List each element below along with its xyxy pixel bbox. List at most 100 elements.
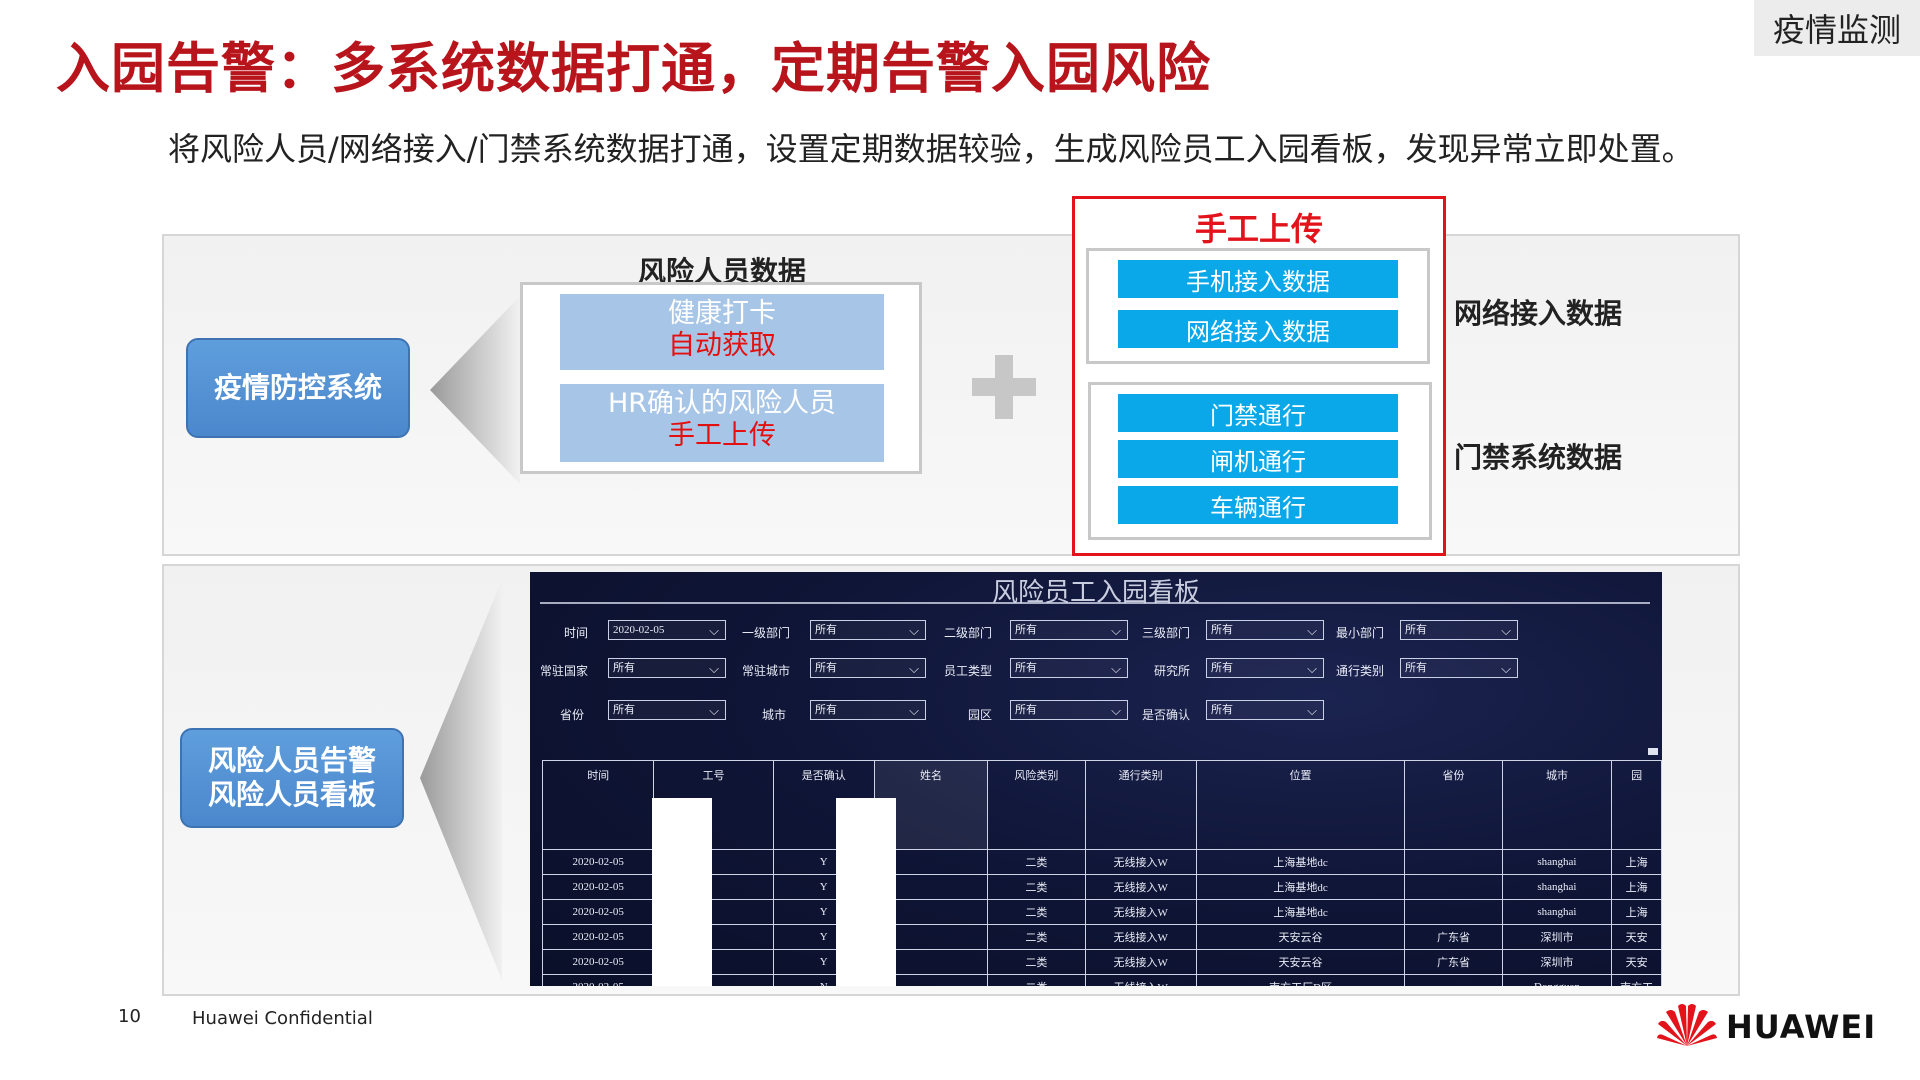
cell-city: 深圳市 <box>1501 949 1613 975</box>
cell-pass-type: 无线接入W <box>1084 874 1197 900</box>
filter-label-employee-type: 员工类型 <box>944 664 993 678</box>
filter-dept3-select[interactable]: 所有⌵ <box>1206 620 1324 640</box>
chevron-down-icon: ⌵ <box>1307 623 1317 638</box>
col-header-location[interactable]: 位置 <box>1195 760 1406 850</box>
risk-alert-label: 风险人员告警 <box>207 744 376 778</box>
risk-dashboard: 风险员工入园看板 时间 2020-02-05⌵ 一级部门 所有⌵ 二级部门 所有… <box>530 572 1662 986</box>
cell-park: 上海 <box>1611 899 1662 925</box>
cell-park: 南方工 <box>1611 974 1662 986</box>
manual-upload-title: 手工上传 <box>1194 210 1323 248</box>
cell-park: 上海 <box>1611 849 1662 875</box>
chevron-down-icon: ⌵ <box>709 661 719 676</box>
cell-province <box>1404 974 1503 986</box>
cell-city: shanghai <box>1501 849 1613 875</box>
slide-title: 入园告警：多系统数据打通，定期告警入园风险 <box>56 37 1211 100</box>
cell-city: shanghai <box>1501 899 1613 925</box>
filter-label-confirmed: 是否确认 <box>1142 708 1191 722</box>
chevron-down-icon: ⌵ <box>709 623 719 638</box>
section-tag: 疫情监测 <box>1754 0 1920 56</box>
cell-park: 天安 <box>1611 949 1662 975</box>
filter-label-city: 城市 <box>762 708 787 722</box>
filter-province-select[interactable]: 所有⌵ <box>608 700 726 720</box>
filter-dept1-select[interactable]: 所有⌵ <box>810 620 926 640</box>
cell-time: 2020-02-05 <box>541 899 655 925</box>
filter-country-select[interactable]: 所有⌵ <box>608 658 726 678</box>
cell-location: 天安云谷 <box>1195 949 1406 975</box>
cell-location: 南方工厂D区 <box>1195 974 1406 986</box>
filter-min-dept-select[interactable]: 所有⌵ <box>1400 620 1518 640</box>
hr-risk-bar: HR确认的风险人员 手工上传 <box>560 384 884 462</box>
cell-pass-type: 无线接入W <box>1084 899 1197 925</box>
gate-data-label: 门禁系统数据 <box>1454 441 1623 474</box>
col-header-park[interactable]: 园 <box>1611 760 1662 850</box>
turnstile-access-bar: 闸机通行 <box>1118 440 1398 478</box>
huawei-logo-text: HUAWEI <box>1726 1008 1877 1046</box>
filter-label-province: 省份 <box>560 708 585 722</box>
filter-city-select[interactable]: 所有⌵ <box>810 700 926 720</box>
filter-institute-select[interactable]: 所有⌵ <box>1206 658 1324 678</box>
cell-city: Dongguan <box>1501 974 1613 986</box>
health-checkin-label: 健康打卡 <box>668 298 776 329</box>
col-header-time[interactable]: 时间 <box>541 760 655 850</box>
phone-access-bar: 手机接入数据 <box>1118 260 1398 298</box>
chevron-down-icon: ⌵ <box>1307 703 1317 718</box>
cell-time: 2020-02-05 <box>541 974 655 986</box>
filter-label-park: 园区 <box>968 708 993 722</box>
cell-pass-type: 无线接入W <box>1084 949 1197 975</box>
filter-label-dept1: 一级部门 <box>742 626 791 640</box>
chevron-down-icon: ⌵ <box>1501 623 1511 638</box>
cell-risk-type: 二类 <box>987 924 1086 950</box>
col-header-pass-type[interactable]: 通行类别 <box>1084 760 1197 850</box>
cell-park: 上海 <box>1611 874 1662 900</box>
col-header-risk-type[interactable]: 风险类别 <box>987 760 1086 850</box>
chevron-down-icon: ⌵ <box>909 703 919 718</box>
filter-label-pass-type: 通行类别 <box>1336 664 1385 678</box>
filter-label-time: 时间 <box>564 626 589 640</box>
slide-subtitle: 将风险人员/网络接入/门禁系统数据打通，设置定期数据较验，生成风险员工入园看板，… <box>168 130 1694 168</box>
chevron-down-icon: ⌵ <box>1111 703 1121 718</box>
risk-table: 时间 工号 是否确认 姓名 风险类别 通行类别 位置 省份 城市 园 2020-… <box>541 760 1662 986</box>
door-access-bar: 门禁通行 <box>1118 394 1398 432</box>
filter-label-min-dept: 最小部门 <box>1336 626 1385 640</box>
export-icon[interactable] <box>1648 748 1658 755</box>
cell-time: 2020-02-05 <box>541 849 655 875</box>
network-data-label: 网络接入数据 <box>1454 297 1623 330</box>
epidemic-system-box: 疫情防控系统 <box>186 338 410 438</box>
network-access-bar: 网络接入数据 <box>1118 310 1398 348</box>
cell-time: 2020-02-05 <box>541 924 655 950</box>
cell-city: 深圳市 <box>1501 924 1613 950</box>
cell-location: 上海基地dc <box>1195 874 1406 900</box>
chevron-down-icon: ⌵ <box>1307 661 1317 676</box>
filter-label-country: 常驻国家 <box>540 664 589 678</box>
top-panel <box>162 234 1740 556</box>
cell-risk-type: 二类 <box>987 899 1086 925</box>
cell-city: shanghai <box>1501 874 1613 900</box>
cell-province <box>1404 899 1503 925</box>
filter-dept2-select[interactable]: 所有⌵ <box>1010 620 1128 640</box>
filter-employee-type-select[interactable]: 所有⌵ <box>1010 658 1128 678</box>
col-header-city[interactable]: 城市 <box>1501 760 1613 850</box>
confidential-label: Huawei Confidential <box>192 1008 373 1029</box>
chevron-down-icon: ⌵ <box>1501 661 1511 676</box>
table-row[interactable]: 2020-02-05N二类无线接入W南方工厂D区Dongguan南方工 <box>541 974 1662 986</box>
cell-pass-type: 无线接入W <box>1084 924 1197 950</box>
filter-pass-type-select[interactable]: 所有⌵ <box>1400 658 1518 678</box>
redaction-name <box>836 798 896 986</box>
huawei-logo-icon <box>1657 1004 1717 1046</box>
filter-park-select[interactable]: 所有⌵ <box>1010 700 1128 720</box>
cell-risk-type: 二类 <box>987 949 1086 975</box>
col-header-province[interactable]: 省份 <box>1404 760 1503 850</box>
cell-location: 天安云谷 <box>1195 924 1406 950</box>
filter-label-dept2: 二级部门 <box>944 626 993 640</box>
hr-risk-label: HR确认的风险人员 <box>607 388 837 419</box>
filter-city-resident-select[interactable]: 所有⌵ <box>810 658 926 678</box>
filter-label-dept3: 三级部门 <box>1142 626 1191 640</box>
filter-time-select[interactable]: 2020-02-05⌵ <box>608 620 726 640</box>
chevron-down-icon: ⌵ <box>1111 661 1121 676</box>
dashboard-title-rule <box>540 602 1650 604</box>
auto-fetch-label: 自动获取 <box>668 330 776 361</box>
filter-confirmed-select[interactable]: 所有⌵ <box>1206 700 1324 720</box>
risk-board-label: 风险人员看板 <box>207 778 376 811</box>
